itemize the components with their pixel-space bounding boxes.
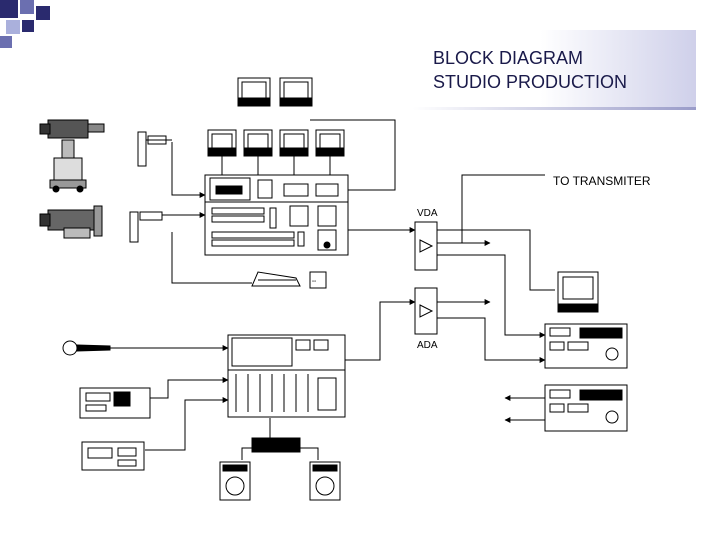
monitor-row-1 xyxy=(207,129,237,157)
audio-deck-1 xyxy=(79,387,151,419)
video-switcher xyxy=(204,174,349,256)
mixer-faders xyxy=(235,374,337,412)
line-cg-to-switcher xyxy=(171,232,252,284)
corner-square-6 xyxy=(0,36,12,48)
monitor-top-2 xyxy=(279,77,313,107)
line-ada-out-2 xyxy=(437,317,546,363)
line-mixer-to-ada xyxy=(345,299,416,361)
corner-square-4 xyxy=(6,20,20,34)
line-amp-to-speaker-right xyxy=(298,447,319,460)
video-recorder-1 xyxy=(544,323,628,369)
line-deck2-to-mixer xyxy=(145,397,229,451)
vda-label: VDA xyxy=(417,208,438,219)
line-camera1-to-switcher xyxy=(171,142,206,198)
audio-deck-2 xyxy=(81,441,145,471)
to-transmitter-label: TO TRANSMITER xyxy=(553,174,651,188)
svg-text:▫▫: ▫▫ xyxy=(312,279,316,285)
ada-label: ADA xyxy=(417,340,438,351)
camera-control-unit-2 xyxy=(129,211,163,243)
corner-square-3 xyxy=(36,6,50,20)
corner-square-2 xyxy=(20,0,34,14)
program-monitor xyxy=(557,271,599,313)
line-deck1-to-mixer xyxy=(150,377,229,399)
diagram-title: BLOCK DIAGRAM STUDIO PRODUCTION xyxy=(433,46,627,94)
corner-square-1 xyxy=(0,0,18,18)
title-banner xyxy=(413,30,696,110)
monitor-row-3 xyxy=(279,129,309,157)
speaker-left xyxy=(219,461,251,501)
audio-mixer xyxy=(227,334,346,418)
monitor-row-4 xyxy=(315,129,345,157)
studio-camera-1 xyxy=(39,119,105,193)
corner-square-5 xyxy=(22,20,34,32)
character-generator: ▫▫ xyxy=(251,271,327,289)
ada-block xyxy=(414,287,438,335)
microphone xyxy=(62,340,111,356)
connection-lines xyxy=(110,119,555,460)
line-vda-out-2 xyxy=(437,254,546,338)
video-recorder-2 xyxy=(544,384,628,432)
power-amplifier xyxy=(251,437,301,453)
monitor-stems xyxy=(221,156,331,175)
speaker-right xyxy=(309,461,341,501)
title-line-1: BLOCK DIAGRAM xyxy=(433,48,584,68)
line-amp-to-speaker-left xyxy=(241,447,255,460)
title-line-2: STUDIO PRODUCTION xyxy=(433,72,628,92)
line-vda-out-3 xyxy=(437,229,555,291)
line-vda-to-transmitter xyxy=(437,174,545,244)
vda-block xyxy=(414,221,438,271)
studio-camera-2 xyxy=(39,205,103,239)
monitor-top-1 xyxy=(237,77,271,107)
monitor-row-2 xyxy=(243,129,273,157)
camera-control-unit-1 xyxy=(137,131,172,167)
line-monitors-to-switcher xyxy=(310,119,396,191)
